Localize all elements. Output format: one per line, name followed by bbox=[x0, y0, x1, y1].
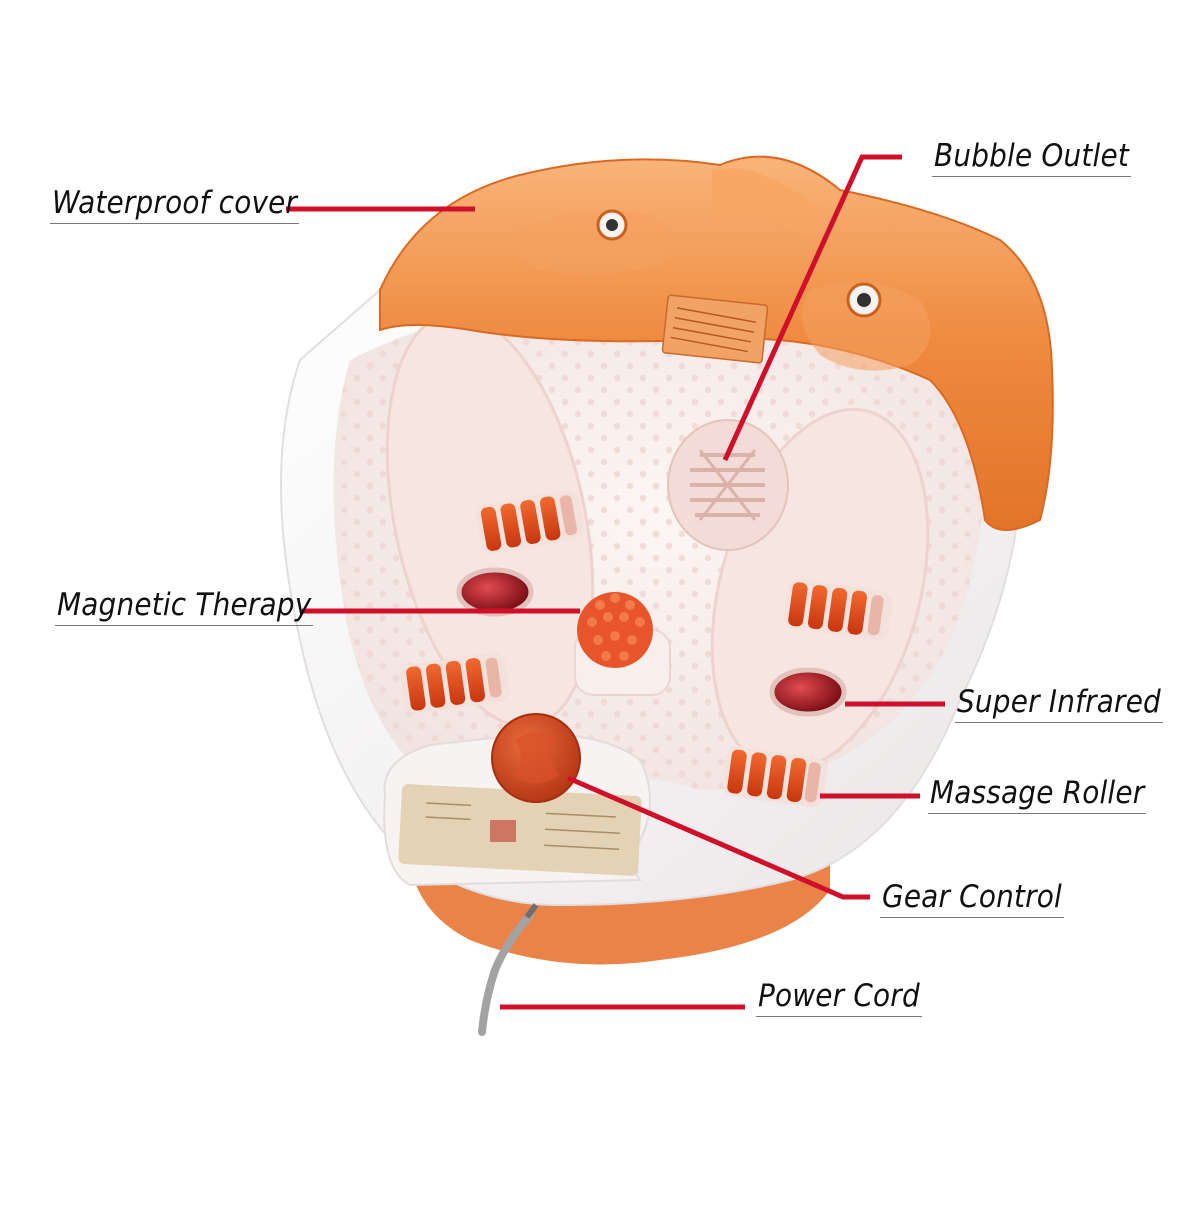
infrared-lamp-right bbox=[769, 667, 847, 717]
lid-instruction-sticker bbox=[661, 294, 769, 364]
power-cord bbox=[478, 911, 534, 1036]
label-gear-control: Gear Control bbox=[880, 881, 1064, 918]
label-waterproof-cover: Waterproof cover bbox=[50, 187, 300, 224]
leader-bubble-outlet bbox=[722, 154, 902, 462]
label-massage-roller: Massage Roller bbox=[928, 777, 1147, 814]
roller-top-right bbox=[783, 579, 893, 641]
roller-bottom-right bbox=[722, 746, 828, 808]
leader-gear-control bbox=[567, 775, 870, 900]
label-bubble-outlet: Bubble Outlet bbox=[932, 140, 1132, 177]
roller-top-left bbox=[476, 490, 584, 554]
panel-label-plate bbox=[398, 784, 642, 876]
magnetic-ball bbox=[577, 592, 653, 668]
label-magnetic-therapy: Magnetic Therapy bbox=[55, 589, 314, 626]
label-power-cord: Power Cord bbox=[756, 980, 922, 1017]
infrared-lamp-left bbox=[456, 567, 534, 617]
label-super-infrared: Super Infrared bbox=[955, 686, 1163, 723]
roller-bottom-left bbox=[400, 652, 510, 714]
